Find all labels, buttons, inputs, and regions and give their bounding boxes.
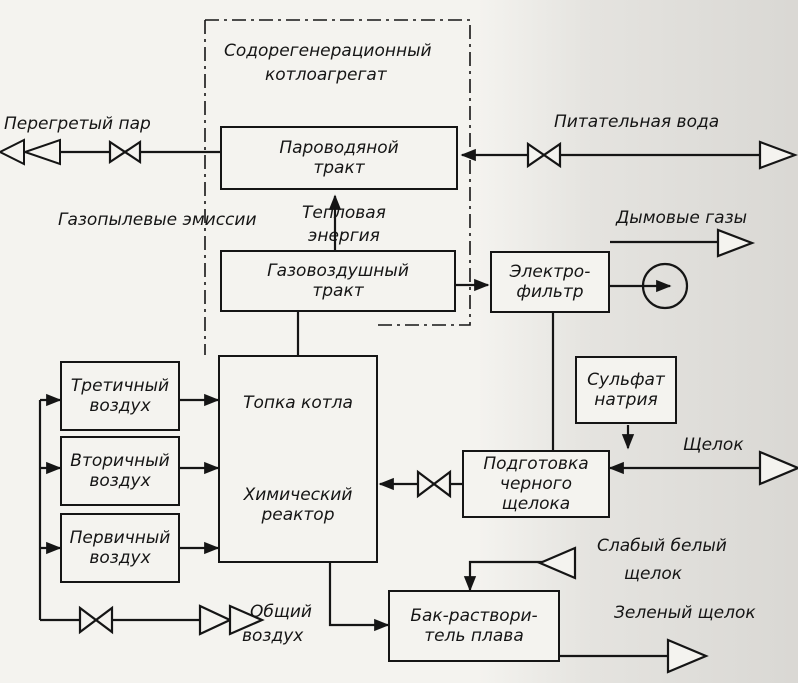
feedwater-valve (526, 141, 562, 169)
gas-air-box: Газовоздушный тракт (220, 250, 456, 312)
label-total-air-1: Общий (250, 602, 312, 622)
steam-valve (108, 139, 142, 165)
label-superheated-steam: Перегретый пар (4, 114, 151, 134)
smelt-line (328, 563, 390, 632)
label-dust-emissions: Газопылевые эмиссии (58, 210, 257, 230)
label-liquor: Щелок (683, 435, 744, 455)
label-weak-white-liquor-1: Слабый белый (597, 536, 727, 556)
boundary-title-2: котлоагрегат (263, 65, 389, 85)
green-triangle (666, 638, 709, 674)
total-air-valve (78, 605, 114, 635)
label-thermal-energy-2: энергия (308, 226, 380, 246)
tertiary-air-box: Третичный воздух (60, 361, 180, 431)
label-feed-water: Питательная вода (554, 112, 720, 132)
dissolving-tank-box: Бак-раствори- тель плава (388, 590, 560, 662)
label-total-air-2: воздух (242, 626, 304, 646)
primary-air-box: Первичный воздух (60, 513, 180, 583)
boiler-boundary (204, 19, 471, 355)
label-thermal-energy-1: Тепловая (302, 203, 386, 223)
precipitator-box: Электро- фильтр (490, 251, 610, 313)
total-air-triangle-2 (228, 604, 265, 636)
steam-out-triangle (21, 138, 61, 166)
boundary-title-1: Содорегенерационный (222, 41, 434, 61)
label-weak-white-liquor-2: щелок (624, 564, 683, 584)
black-liquor-valve (416, 469, 452, 499)
furnace-box: Топка котла Химический реактор (218, 355, 378, 563)
label-green-liquor: Зеленый щелок (614, 603, 756, 623)
total-air-triangle (198, 604, 233, 636)
liquor-triangle (758, 450, 798, 486)
secondary-air-box: Вторичный воздух (60, 436, 180, 506)
flue-triangle (716, 228, 756, 258)
page-bleed-shadow (478, 0, 798, 683)
label-flue-gases: Дымовые газы (616, 208, 748, 228)
steam-water-box: Пароводяной тракт (220, 126, 458, 190)
steam-out-triangle-2 (0, 138, 25, 166)
sodium-sulfate-box: Сульфат натрия (575, 356, 677, 424)
black-liquor-prep-box: Подготовка черного щелока (462, 450, 610, 518)
feedwater-in-triangle (758, 140, 798, 170)
weakwhite-triangle (537, 546, 577, 580)
